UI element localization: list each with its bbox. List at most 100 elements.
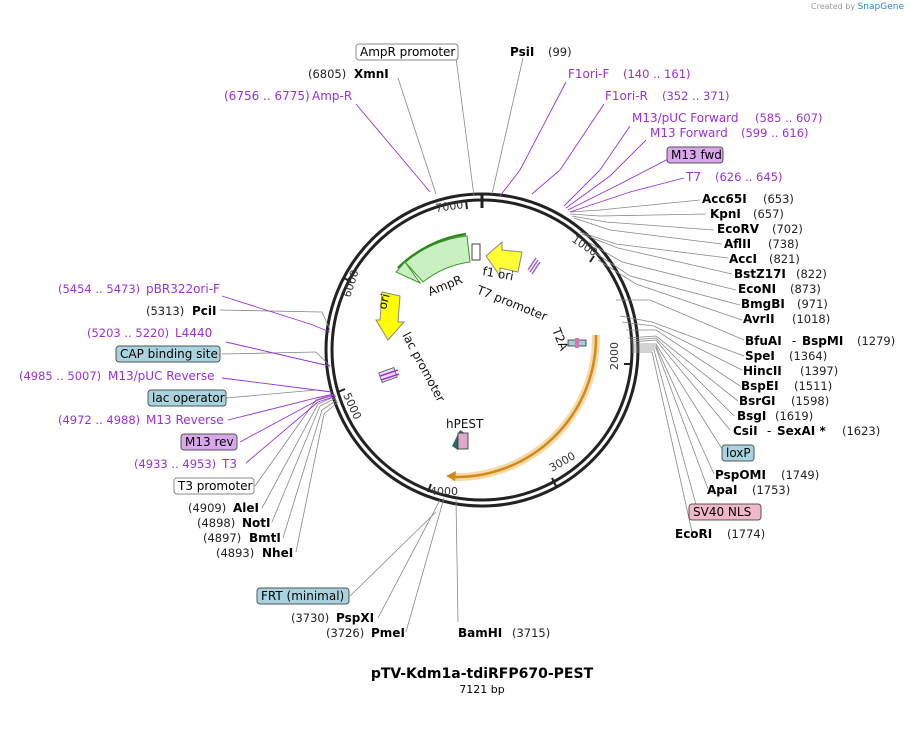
site-aflii-pos: (738)	[768, 237, 799, 251]
site-econi: EcoNI	[738, 282, 776, 296]
site-kpni: KpnI	[710, 207, 741, 221]
tick-label-7000: 7000	[435, 198, 465, 215]
primer-t7: T7	[685, 170, 701, 184]
site-spei-pos: (1364)	[789, 349, 827, 363]
primer-f1ori-f: F1ori-F	[568, 67, 609, 81]
site-bstz17i: BstZ17I	[734, 267, 786, 281]
lac-operator-box	[147, 389, 227, 407]
site-econi-pos: (873)	[790, 282, 821, 296]
site-pspomi-pos: (1749)	[781, 468, 819, 482]
site-bsrgi: BsrGI	[739, 394, 776, 408]
primer-m13-puc-reverse-pos: (4985 .. 5007)	[19, 369, 101, 383]
site-acc65i: Acc65I	[702, 192, 747, 206]
primer-l4440-pos: (5203 .. 5220)	[87, 326, 169, 340]
xmni-label: XmnI	[354, 67, 389, 81]
primer-t3-pos: (4933 .. 4953)	[134, 457, 216, 471]
site-bstz17i-pos: (822)	[796, 267, 827, 281]
lac-operator-label: lac operator	[152, 391, 225, 405]
primer-pbr322ori-f: pBR322ori-F	[146, 282, 220, 296]
m13-fwd-box	[666, 146, 724, 164]
site-bmgbi: BmgBI	[741, 297, 785, 311]
tick-3000	[551, 477, 557, 487]
t3-promoter-box	[173, 477, 255, 495]
site-csii-pos: (1623)	[842, 424, 880, 438]
xmni-position: (6805)	[308, 67, 346, 81]
credit-created-by: Created by	[811, 2, 856, 11]
primer-m13-forward: M13 Forward	[650, 126, 728, 140]
feature-label-lac-promoter: lac promoter	[399, 330, 447, 404]
site-acci: AccI	[729, 252, 757, 266]
site-pmei: PmeI	[371, 626, 405, 640]
site-bamhi-pos: (3715)	[512, 626, 550, 640]
site-noti-pos: (4898)	[197, 516, 235, 530]
site-bfuai: BfuAI	[745, 334, 782, 348]
site-alei: AleI	[233, 501, 259, 515]
site-nhei: NheI	[262, 546, 293, 560]
feature-label-f1-ori: f1 ori	[481, 264, 514, 283]
primer-f1ori-r: F1ori-R	[605, 89, 648, 103]
tick-label-2000: 2000	[608, 342, 621, 370]
primer-connector-lines	[221, 81, 685, 464]
site-bspei: BspEI	[741, 379, 779, 393]
feature-labels: AmpR f1 ori T7 promoter ori lac promoter…	[375, 264, 571, 431]
primer-f1ori-r-pos: (352 .. 371)	[662, 89, 730, 103]
primer-t3: T3	[221, 457, 237, 471]
site-pcii-pos: (5313)	[146, 304, 184, 318]
site-pmei-pos: (3726)	[326, 626, 364, 640]
site-bspmi: BspMI	[802, 334, 843, 348]
ampr-promoter-label: AmpR promoter	[360, 45, 455, 59]
feature-label-ori: ori	[375, 292, 392, 311]
site-ecori: EcoRI	[675, 527, 712, 541]
tick-7000	[465, 200, 468, 210]
ampr-primer-label: Amp-R	[312, 89, 352, 103]
site-pspomi: PspOMI	[715, 468, 766, 482]
primer-t7-pos: (626 .. 645)	[715, 170, 783, 184]
site-csii: CsiI	[733, 424, 758, 438]
psii-position: (99)	[548, 45, 572, 59]
site-avrii: AvrII	[743, 312, 775, 326]
plasmid-size: 7121 bp	[459, 683, 504, 696]
ampr-primer-position: (6756 .. 6775)	[224, 89, 310, 103]
site-pspxi: PspXI	[336, 611, 374, 625]
site-aflii: AflII	[724, 237, 751, 251]
site-noti: NotI	[242, 516, 271, 530]
site-nhei-pos: (4893)	[216, 546, 254, 560]
t7-region-primers	[527, 257, 541, 275]
site-bmgbi-pos: (971)	[797, 297, 828, 311]
primer-m13-puc-reverse: M13/pUC Reverse	[108, 369, 215, 383]
tick-4000	[427, 483, 432, 493]
primer-m13-puc-forward: M13/pUC Forward	[632, 111, 739, 125]
ampr-promoter-label-box	[355, 43, 459, 61]
loxp-box	[721, 444, 755, 462]
ori-feature	[375, 291, 406, 341]
site-acci-pos: (821)	[769, 252, 800, 266]
site-acc65i-pos: (653)	[763, 192, 794, 206]
primer-m13-reverse: M13 Reverse	[146, 413, 224, 427]
site-bsrgi-pos: (1598)	[791, 394, 829, 408]
loxp-label: loxP	[726, 446, 751, 460]
tick-5000	[337, 388, 346, 393]
site-pspxi-pos: (3730)	[291, 611, 329, 625]
t3-promoter-label: T3 promoter	[177, 479, 253, 493]
t2a-marker-pink	[575, 338, 579, 348]
primer-pbr322ori-f-pos: (5454 .. 5473)	[58, 282, 140, 296]
site-apai: ApaI	[707, 483, 737, 497]
site-alei-pos: (4909)	[188, 501, 226, 515]
site-apai-pos: (1753)	[752, 483, 790, 497]
snapgene-credit: Created by SnapGene	[811, 2, 904, 12]
site-bamhi: BamHI	[458, 626, 502, 640]
site-ecorv-pos: (702)	[772, 222, 803, 236]
site-bsgi: BsgI	[737, 409, 766, 423]
site-bfuai-pos: (1279)	[857, 334, 895, 348]
right-primer-labels: F1ori-F (140 .. 161) F1ori-R (352 .. 371…	[568, 67, 823, 184]
bottom-labels: FRT (minimal) (3730) PspXI (3726) PmeI B…	[256, 587, 550, 640]
ampr-arrow-tip	[395, 261, 422, 285]
orf-arc-arrowhead	[446, 471, 456, 481]
site-hincii-pos: (1397)	[800, 364, 838, 378]
site-pcii: PciI	[192, 304, 217, 318]
right-site-labels: Acc65I (653) KpnI (657) EcoRV (702) AflI…	[675, 192, 895, 541]
svg-text:-: -	[767, 424, 771, 438]
site-avrii-pos: (1018)	[792, 312, 830, 326]
m13-rev-label: M13 rev	[185, 435, 234, 449]
